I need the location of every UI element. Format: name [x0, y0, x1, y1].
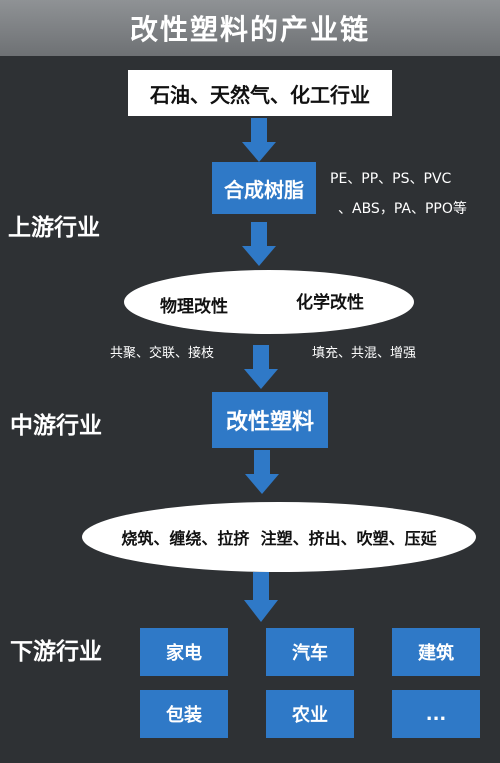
arrow-down-icon [245, 450, 279, 494]
arrow-down-icon [244, 572, 278, 622]
source-industries-label: 石油、天然气、化工行业 [150, 82, 370, 107]
downstream-item-label: 家电 [166, 643, 202, 664]
downstream-item: 汽车 [266, 628, 354, 676]
physical-methods: 共聚、交联、接枝 [110, 346, 215, 361]
downstream-item-label: 包装 [166, 705, 202, 726]
processing-ellipse: 烧筑、缠绕、拉挤 注塑、挤出、吹塑、压延 [82, 502, 476, 572]
downstream-label: 下游行业 [10, 639, 102, 665]
resin-types-line2: 、ABS，PA、PPO等 [338, 201, 467, 217]
downstream-item: 建筑 [392, 628, 480, 676]
arrow-down-icon [244, 345, 278, 389]
downstream-item-label: ... [425, 703, 447, 725]
source-industries-box: 石油、天然气、化工行业 [128, 70, 392, 116]
resin-types-line1: PE、PP、PS、PVC [330, 171, 452, 187]
arrow-down-icon [242, 118, 276, 162]
synthetic-resin-label: 合成树脂 [224, 177, 304, 202]
downstream-item-label: 建筑 [418, 643, 454, 664]
upstream-label: 上游行业 [8, 215, 100, 241]
downstream-item-label: 汽车 [292, 643, 328, 664]
synthetic-resin-box: 合成树脂 [212, 162, 316, 214]
midstream-label: 中游行业 [10, 413, 102, 439]
physical-modification-label: 物理改性 [160, 297, 228, 317]
modification-ellipse: 物理改性 化学改性 [124, 270, 414, 334]
title-bar: 改性塑料的产业链 [0, 0, 500, 56]
page-title: 改性塑料的产业链 [129, 13, 370, 46]
downstream-item: 包装 [140, 690, 228, 738]
arrow-down-icon [242, 222, 276, 266]
chemical-methods: 填充、共混、增强 [312, 346, 417, 361]
modified-plastics-box: 改性塑料 [212, 392, 328, 448]
downstream-item: 农业 [266, 690, 354, 738]
modified-plastics-label: 改性塑料 [225, 410, 314, 435]
downstream-item: 家电 [140, 628, 228, 676]
processing-methods-label: 烧筑、缠绕、拉挤 注塑、挤出、吹塑、压延 [121, 529, 437, 548]
downstream-item: ... [392, 690, 480, 738]
downstream-item-label: 农业 [292, 705, 328, 726]
chemical-modification-label: 化学改性 [296, 293, 364, 313]
